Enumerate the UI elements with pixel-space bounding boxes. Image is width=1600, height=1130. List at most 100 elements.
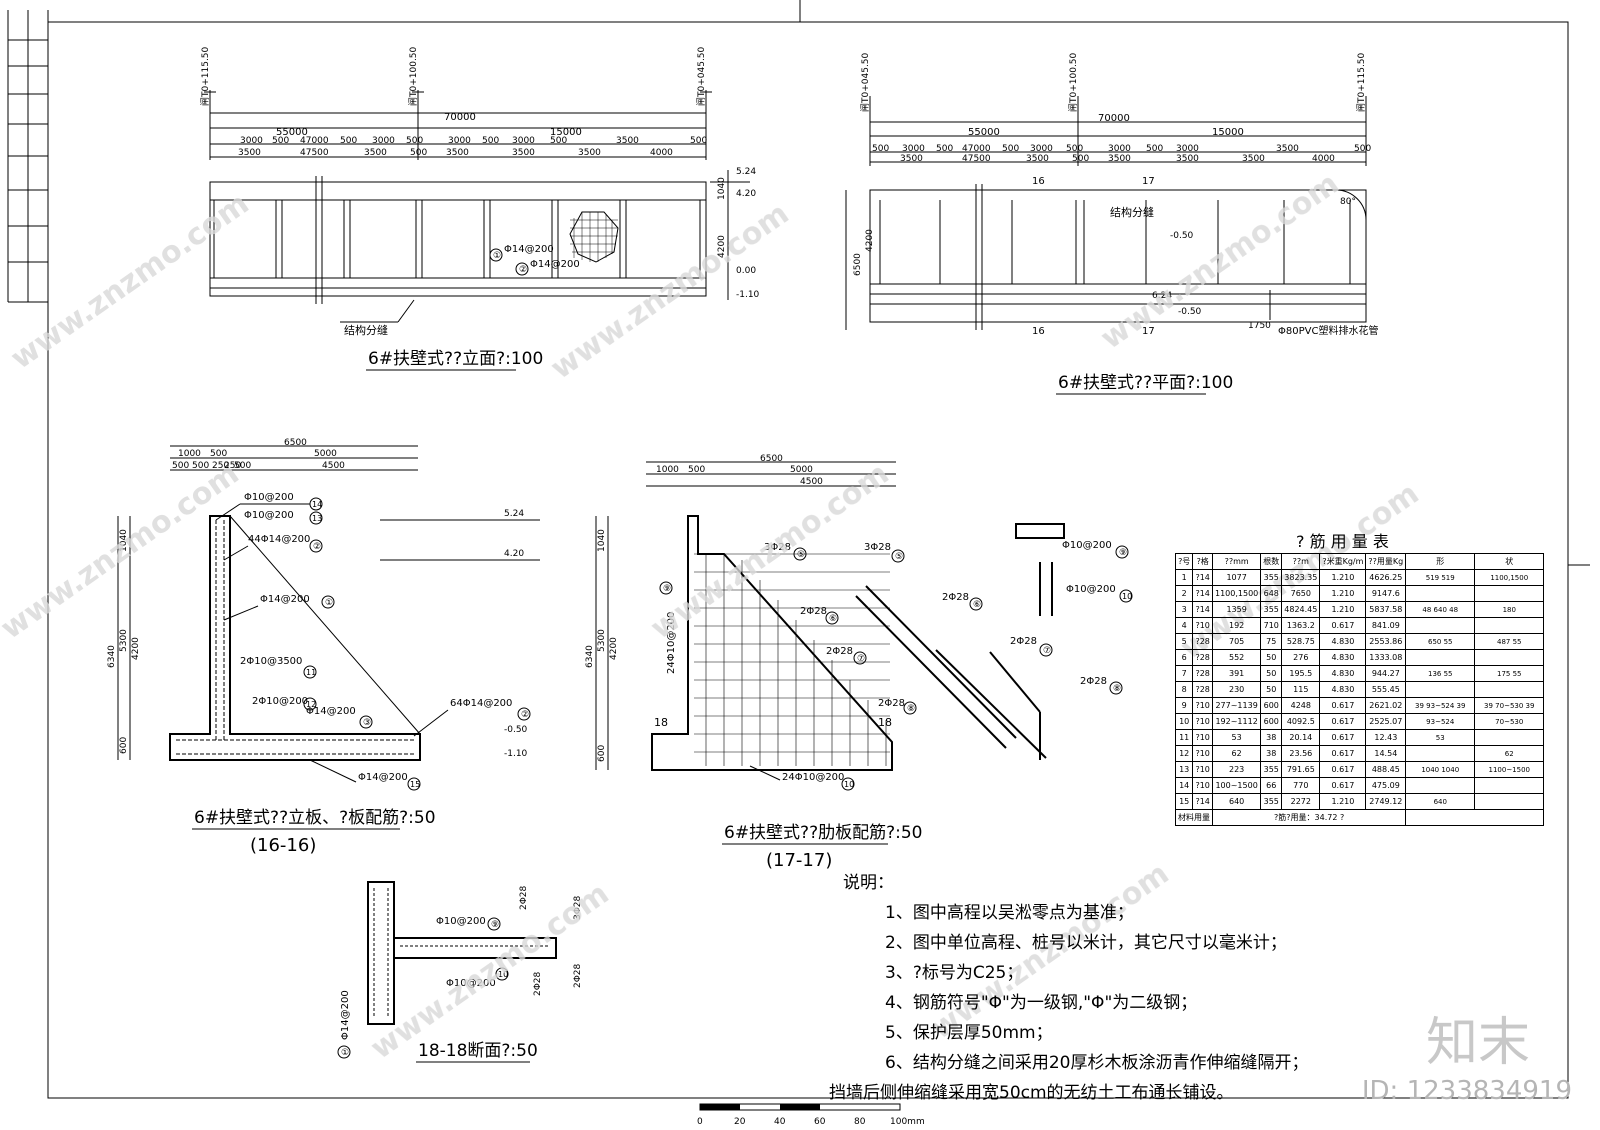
image-id: ID: 1233834919 (1361, 1076, 1572, 1106)
qty-shape-cell (1474, 793, 1545, 810)
svg-text:①: ① (325, 598, 333, 608)
qty-shape-cell (1474, 681, 1545, 698)
elev-rebar-1: Φ14@200 (504, 244, 554, 255)
svg-text:2Φ28: 2Φ28 (1080, 676, 1107, 687)
qty-shape-cell (1405, 681, 1476, 698)
svg-text:250: 250 (212, 461, 229, 471)
plan-station-3: 闸T0+115.50 (1356, 52, 1367, 112)
svg-text:3000: 3000 (902, 144, 925, 154)
svg-text:3500: 3500 (900, 154, 923, 164)
plan-pipe-label: Φ80PVC塑料排水花管 (1278, 324, 1378, 337)
counterfort-lines (213, 200, 701, 278)
title-block (8, 10, 48, 303)
svg-text:6.24: 6.24 (1152, 291, 1172, 301)
qty-table-title: ? 筋 用 量 表 (1296, 532, 1389, 551)
svg-text:1040: 1040 (717, 177, 727, 200)
qty-shape-cell: 1100~1500 (1474, 761, 1545, 778)
qty-cell: 1363.2 (1281, 617, 1321, 634)
qty-shape-cell (1474, 777, 1545, 794)
station-label-1: 闸T0+115.50 (200, 46, 211, 106)
qty-cell: ?10 (1192, 729, 1213, 746)
svg-text:②: ② (521, 710, 529, 720)
qty-shape-cell: 487 55 (1474, 633, 1545, 650)
svg-text:500: 500 (1002, 144, 1019, 154)
svg-text:2Φ28: 2Φ28 (573, 963, 583, 988)
sec16-rebar-2: 44Φ14@200 (248, 534, 310, 545)
qty-shape-cell: 70~530 (1474, 713, 1545, 730)
qty-cell: 4626.25 (1365, 569, 1407, 586)
qty-cell: 53 (1211, 729, 1262, 746)
section-18-view: Φ10@200 ⑨ Φ10@200 10 Φ14@200 ① 2Φ28 3Φ28… (337, 881, 583, 1063)
svg-text:4200: 4200 (717, 235, 727, 258)
svg-text:4000: 4000 (1312, 154, 1335, 164)
qty-cell: 9147.6 (1365, 585, 1407, 602)
svg-text:4.20: 4.20 (504, 549, 524, 559)
note-1: 1、图中高程以吴淞零点为基准； (885, 903, 1134, 923)
qty-cell: 488.45 (1365, 761, 1407, 778)
svg-text:47000: 47000 (962, 144, 991, 154)
plan-dim-total: 70000 (1098, 113, 1130, 124)
qty-cell: 1.210 (1319, 585, 1367, 602)
qty-shape-cell: 39 70~530 39 (1474, 697, 1545, 714)
svg-text:⑥: ⑥ (973, 600, 981, 610)
qty-cell: 710 (1260, 617, 1283, 634)
plan-dim-55000: 55000 (968, 127, 1000, 138)
svg-text:600: 600 (119, 737, 129, 754)
svg-text:3Φ28: 3Φ28 (573, 895, 583, 920)
svg-text:500: 500 (210, 449, 227, 459)
svg-text:3500: 3500 (1242, 154, 1265, 164)
svg-text:250: 250 (224, 461, 241, 471)
svg-text:www.znzmo.com: www.znzmo.com (5, 186, 256, 376)
qty-cell: 552 (1211, 649, 1262, 666)
qty-cell: 277~1139 (1211, 697, 1262, 714)
qty-cell: ?14 (1192, 793, 1213, 810)
qty-cell: 0.617 (1319, 745, 1367, 762)
sec17-rebar-5b: 3Φ28 (864, 542, 891, 553)
svg-text:Φ10@200: Φ10@200 (1062, 540, 1112, 551)
sec17-rebar-grid (694, 553, 890, 766)
qty-cell: 192~1112 (1211, 713, 1262, 730)
sec16-rebar-1: Φ14@200 (260, 594, 310, 605)
qty-cell: ?14 (1192, 569, 1213, 586)
svg-text:47000: 47000 (300, 136, 329, 146)
svg-text:11: 11 (306, 668, 316, 677)
qty-cell: 555.45 (1365, 681, 1407, 698)
svg-text:www.znzmo.com: www.znzmo.com (0, 456, 245, 646)
qty-shape-cell: 93~524 (1405, 713, 1476, 730)
qty-cell: 3823.35 (1281, 569, 1321, 586)
svg-text:4500: 4500 (322, 461, 345, 471)
qty-cell: 7 (1174, 665, 1194, 682)
svg-text:5300: 5300 (597, 629, 607, 652)
svg-text:⑤: ⑤ (895, 552, 903, 562)
section-17-view: 6500 1000 500 5000 4500 6340 1040 5300 4… (585, 454, 923, 871)
notes-block: 说明： 1、图中高程以吴淞零点为基准； 2、图中单位高程、桩号以米计，其它尺寸以… (829, 868, 1308, 1108)
plan-cut-16-bottom: 16 (1032, 326, 1045, 337)
plan-view: 闸T0+045.50 闸T0+100.50 闸T0+115.50 70000 5… (845, 52, 1378, 395)
svg-text:6340: 6340 (107, 645, 117, 668)
qty-cell: ?10 (1192, 697, 1213, 714)
svg-text:3000: 3000 (1030, 144, 1053, 154)
qty-header-cell: ?格 (1192, 553, 1213, 570)
qty-cell: 276 (1281, 649, 1321, 666)
elevation-view: 闸T0+115.50 闸T0+100.50 闸T0+045.50 70000 5… (200, 46, 760, 371)
qty-footer-row: 材料用量?筋?用量：34.72 ? (1175, 809, 1545, 826)
qty-cell: 4.830 (1319, 665, 1367, 682)
svg-text:2Φ28: 2Φ28 (519, 885, 529, 910)
qty-shape-cell (1405, 649, 1476, 666)
svg-text:①: ① (493, 251, 501, 261)
qty-cell: 705 (1211, 633, 1262, 650)
svg-text:3500: 3500 (1176, 154, 1199, 164)
qty-cell: 5837.58 (1365, 601, 1407, 618)
qty-cell: 14.54 (1365, 745, 1407, 762)
qty-cell: 9 (1174, 697, 1194, 714)
svg-text:3000: 3000 (448, 136, 471, 146)
svg-text:-0.50: -0.50 (504, 725, 528, 735)
